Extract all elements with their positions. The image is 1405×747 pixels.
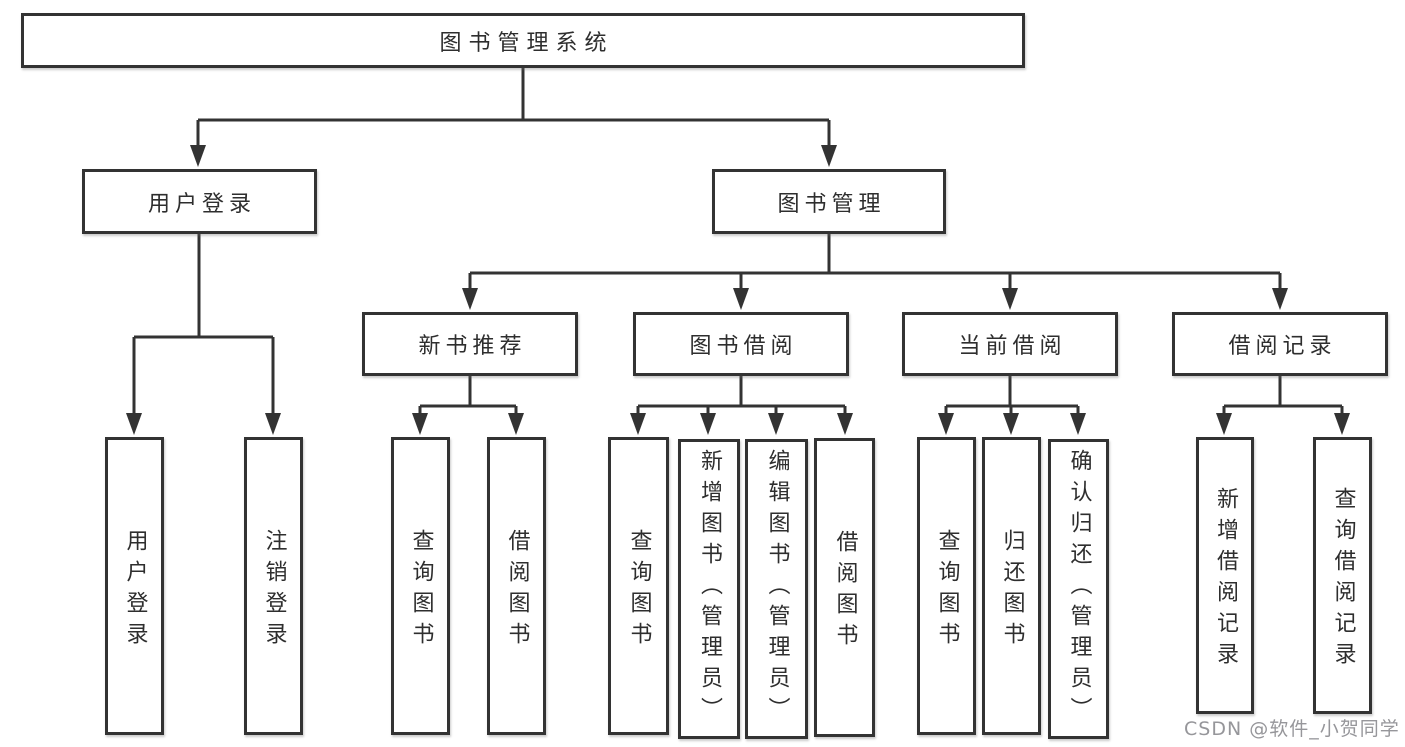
node-add-borrow-record: 新增借阅记录 [1196,437,1254,714]
node-logout: 注销登录 [244,437,303,735]
arrow-down-icon [508,413,524,435]
connector-current-borrow-children [944,375,1080,418]
arrow-down-icon [1070,413,1086,435]
node-query-borrow-record: 查询借阅记录 [1313,437,1372,714]
connector-book-management-children [468,232,1282,293]
arrow-down-icon [733,288,749,310]
arrow-down-icon [126,413,142,435]
arrow-down-icon [700,413,716,435]
arrow-down-icon [265,413,281,435]
arrow-down-icon [190,145,206,167]
arrow-down-icon [768,413,784,435]
connector-user-login-children [132,232,275,418]
connector-root-to-level2 [196,66,831,150]
node-confirm-return-admin: 确认归还（管理员） [1048,439,1109,739]
arrow-down-icon [1272,288,1288,310]
connector-new-book-children [418,375,518,418]
node-query-books-borrow: 查询图书 [608,437,669,735]
arrow-down-icon [630,413,646,435]
node-query-books-recommend: 查询图书 [391,437,450,735]
node-add-book-admin: 新增图书（管理员） [678,439,740,739]
node-root: 图书管理系统 [21,13,1025,68]
node-user-login-action: 用户登录 [105,437,164,735]
arrow-down-icon [462,288,478,310]
node-user-login: 用户登录 [82,169,317,234]
arrow-down-icon [938,413,954,435]
arrow-down-icon [1334,413,1350,435]
connector-book-borrow-children [636,375,847,418]
arrow-down-icon [1002,288,1018,310]
connector-borrow-record-children [1222,375,1344,418]
arrowheads [126,145,1350,435]
node-current-borrow: 当前借阅 [902,312,1118,376]
node-book-borrow: 图书借阅 [633,312,849,376]
csdn-watermark: CSDN @软件_小贺同学 [1184,718,1400,740]
arrow-down-icon [412,413,428,435]
node-query-books-current: 查询图书 [917,437,976,735]
arrow-down-icon [837,413,853,435]
node-borrow-books-borrow: 借阅图书 [814,438,875,737]
arrow-down-icon [1003,413,1019,435]
arrow-down-icon [1216,413,1232,435]
arrow-down-icon [821,145,837,167]
node-borrow-records: 借阅记录 [1172,312,1388,376]
node-book-management: 图书管理 [712,169,946,234]
node-new-book-recommend: 新书推荐 [362,312,578,376]
node-return-books: 归还图书 [982,437,1041,735]
node-borrow-books-recommend: 借阅图书 [487,437,546,735]
node-edit-book-admin: 编辑图书（管理员） [745,439,808,739]
